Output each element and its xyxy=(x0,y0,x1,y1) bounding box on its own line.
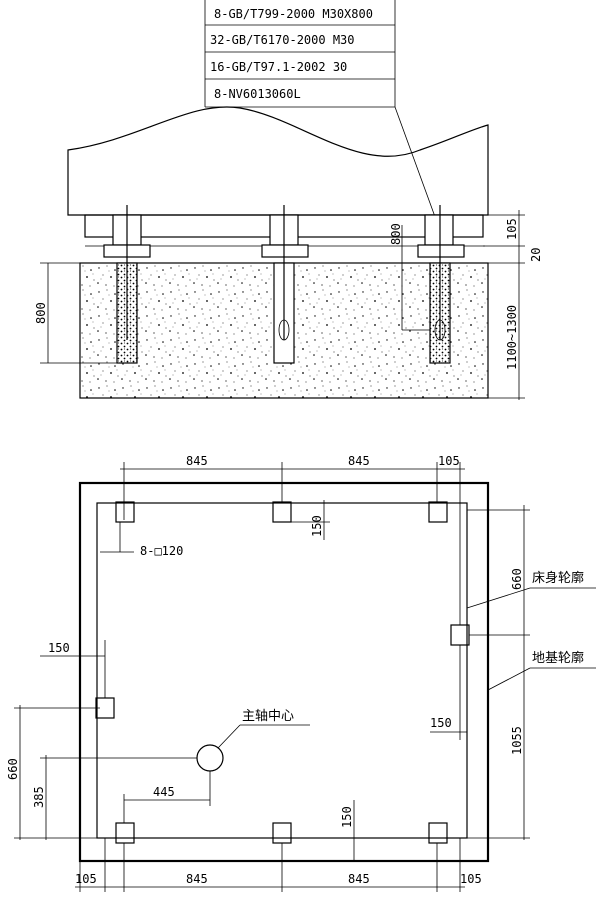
plan-foundation-outline xyxy=(78,481,490,863)
plan-view: 845 845 105 8-□120 150 660 1055 床身轮廓 地基轮… xyxy=(6,454,596,892)
pad-1 xyxy=(115,501,135,523)
leveling-unit-center xyxy=(261,205,309,364)
elevation-view: 8-GB/T799-2000 M30X800 32-GB/T6170-2000 … xyxy=(34,0,543,400)
dim-grout: 20 xyxy=(529,248,543,262)
spindle-center-label: 主轴中心 xyxy=(242,709,294,724)
dim-bot-845-b: 845 xyxy=(348,872,370,886)
dim-gap-top: 105 xyxy=(505,218,519,240)
dim-right-1055: 1055 xyxy=(510,726,524,755)
dim-offset-150-bottom: 150 xyxy=(340,806,354,828)
dim-offset-150-right: 150 xyxy=(430,716,452,730)
dim-offset-150-left: 150 xyxy=(48,641,70,655)
dim-bot-845-a: 845 xyxy=(186,872,208,886)
dim-bot-105-a: 105 xyxy=(75,872,97,886)
parts-item-4: 8-NV6013060L xyxy=(214,87,301,101)
dim-anchor-length: 800 xyxy=(389,223,403,245)
machine-bed-outline xyxy=(67,106,489,216)
dim-left-660: 660 xyxy=(6,758,20,780)
parts-item-1: 8-GB/T799-2000 M30X800 xyxy=(214,7,373,21)
dim-right-660: 660 xyxy=(510,568,524,590)
bed-outline-label: 床身轮廓 xyxy=(532,570,584,586)
dim-top-845-b: 845 xyxy=(348,454,370,468)
spindle-center-mark xyxy=(196,744,224,772)
leveling-unit-left xyxy=(103,205,151,364)
pad-4 xyxy=(450,624,470,646)
parts-list: 8-GB/T799-2000 M30X800 32-GB/T6170-2000 … xyxy=(204,0,439,226)
parts-item-2: 32-GB/T6170-2000 M30 xyxy=(210,33,355,47)
leveling-unit-right xyxy=(417,205,465,364)
pad-6 xyxy=(115,822,135,844)
dim-foundation-depth: 1100~1300 xyxy=(505,305,519,370)
dim-bot-105-b: 105 xyxy=(460,872,482,886)
dim-top-845-a: 845 xyxy=(186,454,208,468)
dim-left-385: 385 xyxy=(32,786,46,808)
pad-2 xyxy=(272,501,292,523)
pad-7 xyxy=(272,822,292,844)
dim-offset-150-top: 150 xyxy=(310,515,324,537)
dim-spindle-445: 445 xyxy=(153,785,175,799)
pad-size-label: 8-□120 xyxy=(140,544,183,558)
pad-3 xyxy=(428,501,448,523)
foundation-outline-label: 地基轮廓 xyxy=(532,650,584,666)
dim-bolt-depth: 800 xyxy=(34,302,48,324)
parts-item-3: 16-GB/T97.1-2002 30 xyxy=(210,60,347,74)
pad-8 xyxy=(428,822,448,844)
dim-top-105: 105 xyxy=(438,454,460,468)
